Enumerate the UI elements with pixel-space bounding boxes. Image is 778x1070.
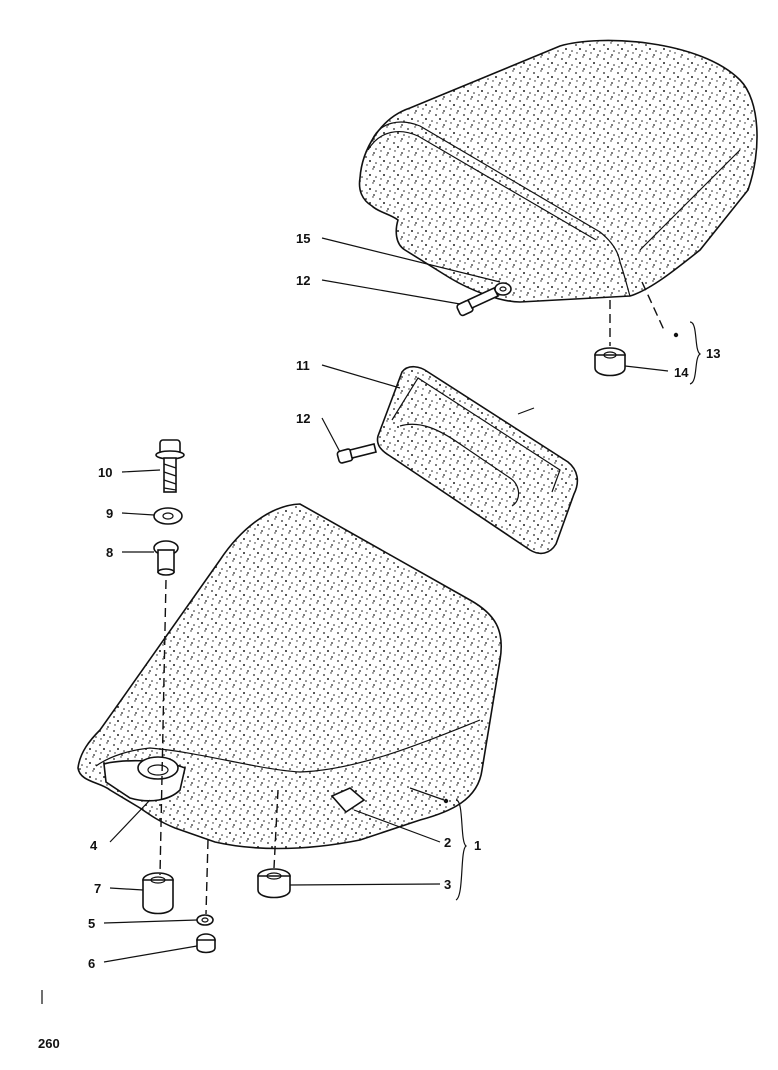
seat-bracket [376,365,579,555]
callout-3: 3 [444,877,451,892]
callout-13: 13 [706,346,720,361]
callout-1: 1 [474,838,481,853]
callout-15: 15 [296,231,310,246]
callout-9: 9 [106,506,113,521]
callout-14: 14 [674,365,689,380]
callout-5: 5 [88,916,95,931]
callout-labels: 1 2 3 4 5 6 7 8 9 10 11 12 12 13 14 15 [88,231,720,971]
leader-lines [103,237,702,963]
front-seat [77,503,502,850]
callout-7: 7 [94,881,101,896]
callout-12-bracket: 12 [296,411,310,426]
page-number: 260 [38,1036,60,1051]
callout-2: 2 [444,835,451,850]
hardware [142,282,626,954]
callout-8: 8 [106,545,113,560]
rear-seat [358,39,758,303]
callout-4: 4 [90,838,98,853]
callout-10: 10 [98,465,112,480]
callout-12-seat: 12 [296,273,310,288]
callout-11: 11 [296,358,310,373]
callout-6: 6 [88,956,95,971]
assembly-axes [159,281,665,915]
